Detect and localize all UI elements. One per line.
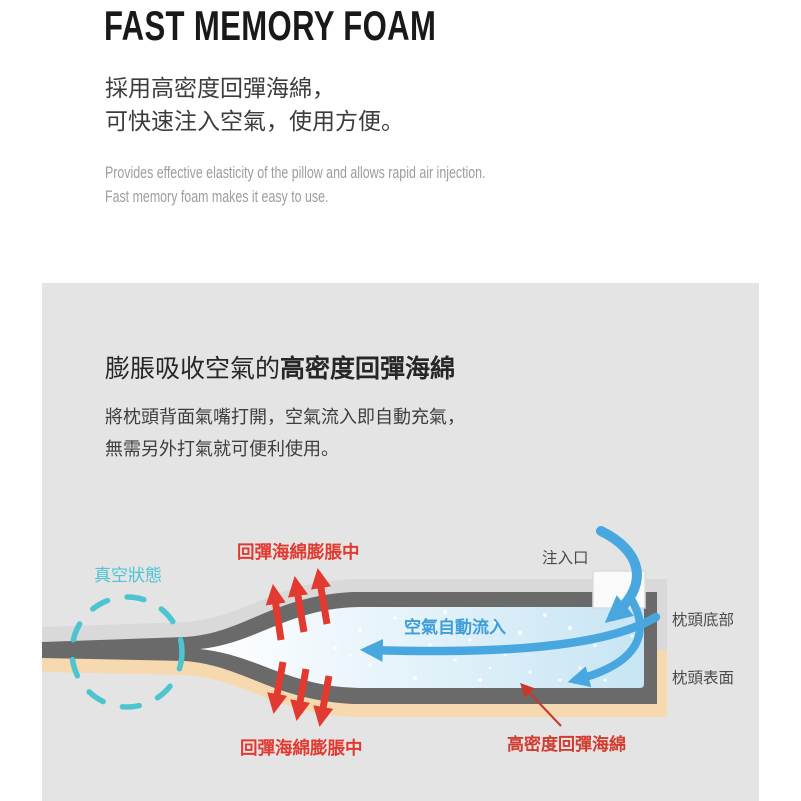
air-flow-arrow-left <box>359 612 661 662</box>
intro-en: Provides effective elasticity of the pil… <box>105 161 486 209</box>
page-title: FAST MEMORY FOAM <box>104 2 437 49</box>
air-flow-arrow-inlet <box>596 526 642 623</box>
label-high-density-foam: 高密度回彈海綿 <box>507 734 626 754</box>
intro-en-line2: Fast memory foam makes it easy to use. <box>105 187 329 206</box>
label-pillow-bottom: 枕頭底部 <box>672 611 734 629</box>
feature-body-line2: 無需另外打氣就可便利使用。 <box>105 439 339 459</box>
expansion-arrows-bottom <box>267 661 334 727</box>
air-flow-arrows <box>359 526 661 688</box>
vacuum-circle <box>69 594 185 710</box>
foam-pointer-arrow <box>520 682 562 727</box>
label-pillow-surface: 枕頭表面 <box>672 669 734 687</box>
air-flow-arrow-down <box>567 593 644 688</box>
intro-en-line1: Provides effective elasticity of the pil… <box>105 163 486 182</box>
intro-zh-line2: 可快速注入空氣，使用方便。 <box>105 108 404 134</box>
intro-zh-line1: 採用高密度回彈海綿， <box>105 75 335 101</box>
label-air-auto-flow: 空氣自動流入 <box>404 617 506 637</box>
feature-body-line1: 將枕頭背面氣嘴打開，空氣流入即自動充氣， <box>105 407 465 427</box>
label-foam-expanding-top: 回彈海綿膨脹中 <box>237 542 360 562</box>
expansion-arrows-top <box>265 567 332 641</box>
label-vacuum-state: 真空狀態 <box>94 566 162 585</box>
intro-zh: 採用高密度回彈海綿， 可快速注入空氣，使用方便。 <box>105 72 404 138</box>
feature-heading: 膨脹吸收空氣的高密度回彈海綿 <box>105 349 455 385</box>
feature-panel: 膨脹吸收空氣的高密度回彈海綿 將枕頭背面氣嘴打開，空氣流入即自動充氣， 無需另外… <box>42 283 759 801</box>
pillow-diagram: 真空狀態 回彈海綿膨脹中 回彈海綿膨脹中 注入口 空氣自動流入 枕頭底部 枕頭表… <box>42 526 734 758</box>
feature-body: 將枕頭背面氣嘴打開，空氣流入即自動充氣， 無需另外打氣就可便利使用。 <box>105 401 465 465</box>
feature-heading-prefix: 膨脹吸收空氣的 <box>105 355 281 383</box>
label-air-inlet: 注入口 <box>542 549 589 567</box>
label-foam-expanding-bottom: 回彈海綿膨脹中 <box>240 738 363 758</box>
feature-heading-emphasis: 高密度回彈海綿 <box>280 355 456 383</box>
